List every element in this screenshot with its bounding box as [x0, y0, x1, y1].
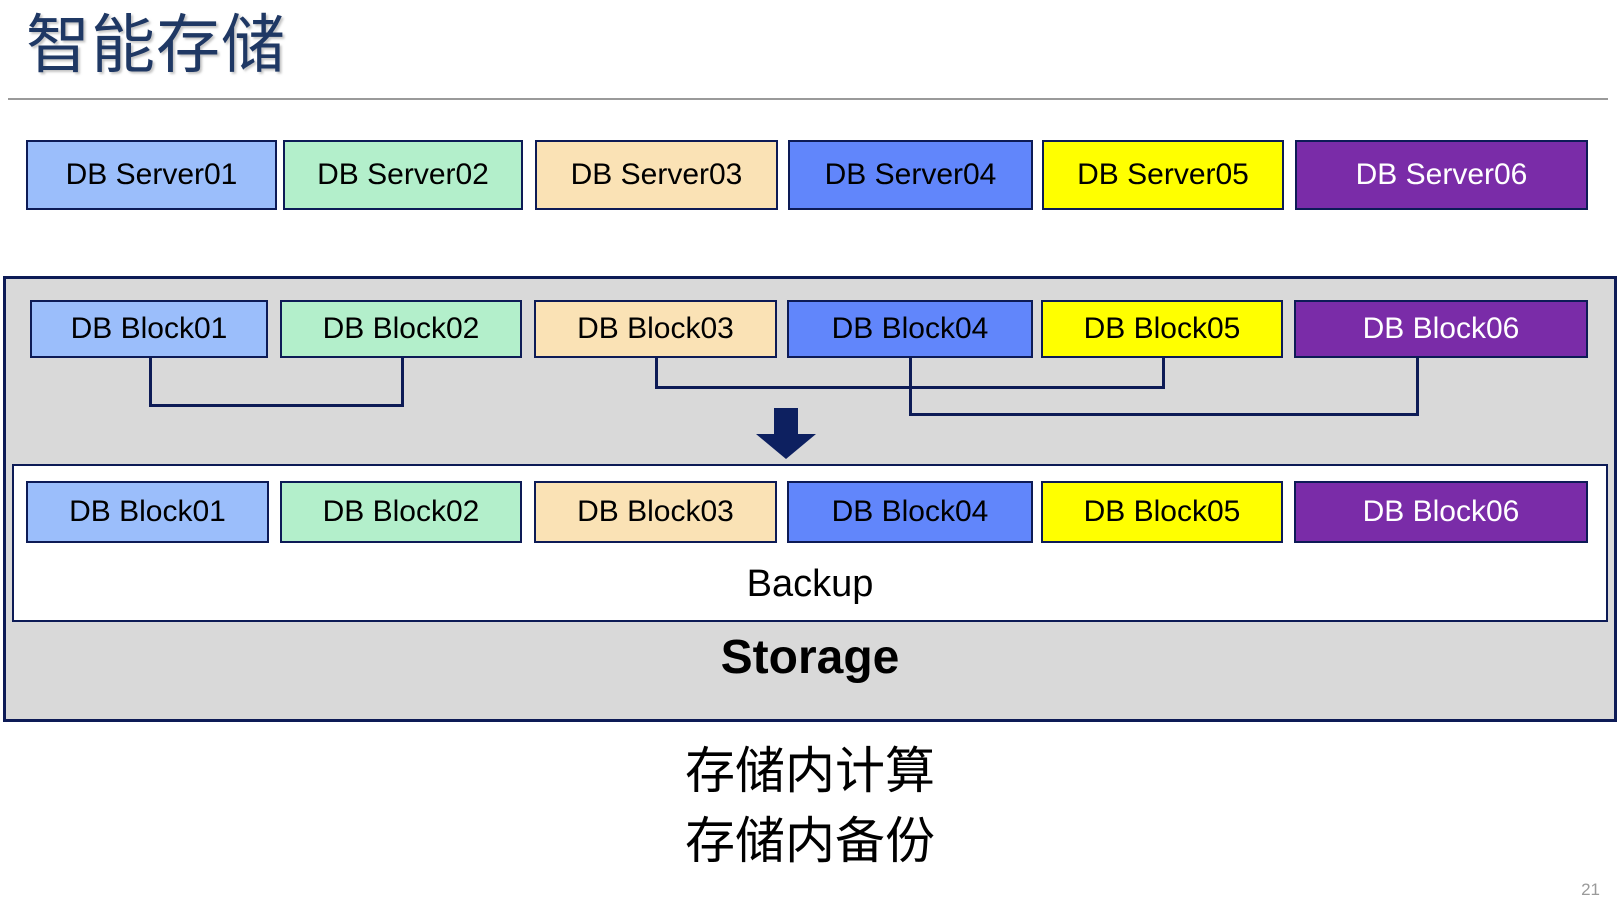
- db-block-box[interactable]: DB Block04: [787, 300, 1033, 358]
- caption-line-1: 存储内计算: [685, 743, 935, 799]
- backup-block-box[interactable]: DB Block05: [1041, 481, 1283, 543]
- block01-to-block02-right-stem: [401, 358, 404, 407]
- block01-to-block02-left-stem: [149, 358, 152, 407]
- db-block-box[interactable]: DB Block02: [280, 300, 522, 358]
- block04-to-block06-bridge: [909, 413, 1419, 416]
- block04-to-block06-left-stem: [909, 358, 912, 416]
- backup-block-box[interactable]: DB Block01: [26, 481, 269, 543]
- db-block-box[interactable]: DB Block03: [534, 300, 777, 358]
- block03-to-block05-right-stem: [1162, 358, 1165, 389]
- block04-to-block06-right-stem: [1416, 358, 1419, 416]
- backup-label: Backup: [746, 563, 874, 605]
- db-server-box[interactable]: DB Server01: [26, 140, 277, 210]
- bottom-captions: 存储内计算 存储内备份: [0, 736, 1620, 876]
- title-divider: [8, 98, 1608, 100]
- db-server-box[interactable]: DB Server02: [283, 140, 523, 210]
- db-server-box[interactable]: DB Server06: [1295, 140, 1588, 210]
- db-block-box[interactable]: DB Block01: [30, 300, 268, 358]
- page-number: 21: [1581, 880, 1600, 899]
- caption-line-2: 存储内备份: [685, 813, 935, 869]
- block03-to-block05-left-stem: [655, 358, 658, 389]
- db-block-box[interactable]: DB Block05: [1041, 300, 1283, 358]
- db-server-box[interactable]: DB Server03: [535, 140, 778, 210]
- backup-block-box[interactable]: DB Block04: [787, 481, 1033, 543]
- storage-label: Storage: [720, 631, 900, 684]
- db-block-box[interactable]: DB Block06: [1294, 300, 1588, 358]
- down-arrow-icon: [756, 408, 816, 459]
- db-server-box[interactable]: DB Server05: [1042, 140, 1284, 210]
- page-title: 智能存储: [26, 9, 286, 81]
- backup-block-box[interactable]: DB Block06: [1294, 481, 1588, 543]
- backup-block-box[interactable]: DB Block02: [280, 481, 522, 543]
- db-server-box[interactable]: DB Server04: [788, 140, 1033, 210]
- block01-to-block02-bridge: [149, 404, 404, 407]
- backup-block-box[interactable]: DB Block03: [534, 481, 777, 543]
